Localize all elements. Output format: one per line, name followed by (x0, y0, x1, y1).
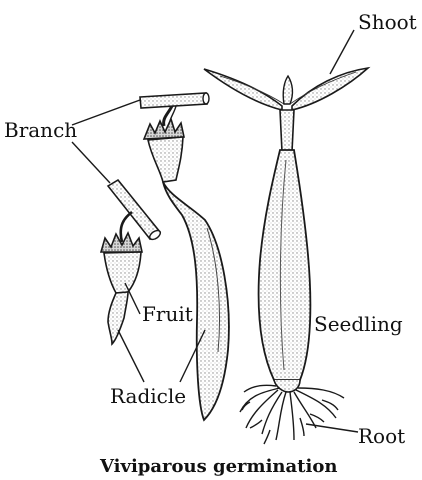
label-root: Root (358, 426, 405, 446)
seedling-right-leaf (292, 68, 368, 110)
diagram-caption: Viviparous germination (100, 458, 337, 476)
upper-branch-specimen (140, 93, 229, 420)
seedling-stem (280, 110, 294, 152)
leader-radicle-left (118, 330, 144, 382)
label-shoot: Shoot (358, 12, 417, 32)
leader-root (306, 424, 358, 432)
label-seedling: Seedling (314, 314, 403, 334)
seedling-apical-bud (283, 76, 292, 104)
leader-branch-upper (72, 100, 140, 125)
upper-fruit (148, 137, 183, 182)
seedling-roots (240, 385, 344, 444)
seedling-hypocotyl (259, 150, 311, 380)
label-fruit: Fruit (142, 304, 193, 324)
seedling-left-leaf (204, 69, 282, 110)
seedling-specimen (204, 68, 368, 444)
lower-fruit (104, 252, 141, 293)
label-branch: Branch (4, 120, 77, 140)
lower-radicle (108, 292, 128, 344)
upper-branch (140, 93, 207, 108)
leader-shoot (330, 30, 354, 74)
label-radicle: Radicle (110, 386, 186, 406)
leader-branch-lower (72, 142, 110, 183)
lower-branch (108, 180, 160, 239)
